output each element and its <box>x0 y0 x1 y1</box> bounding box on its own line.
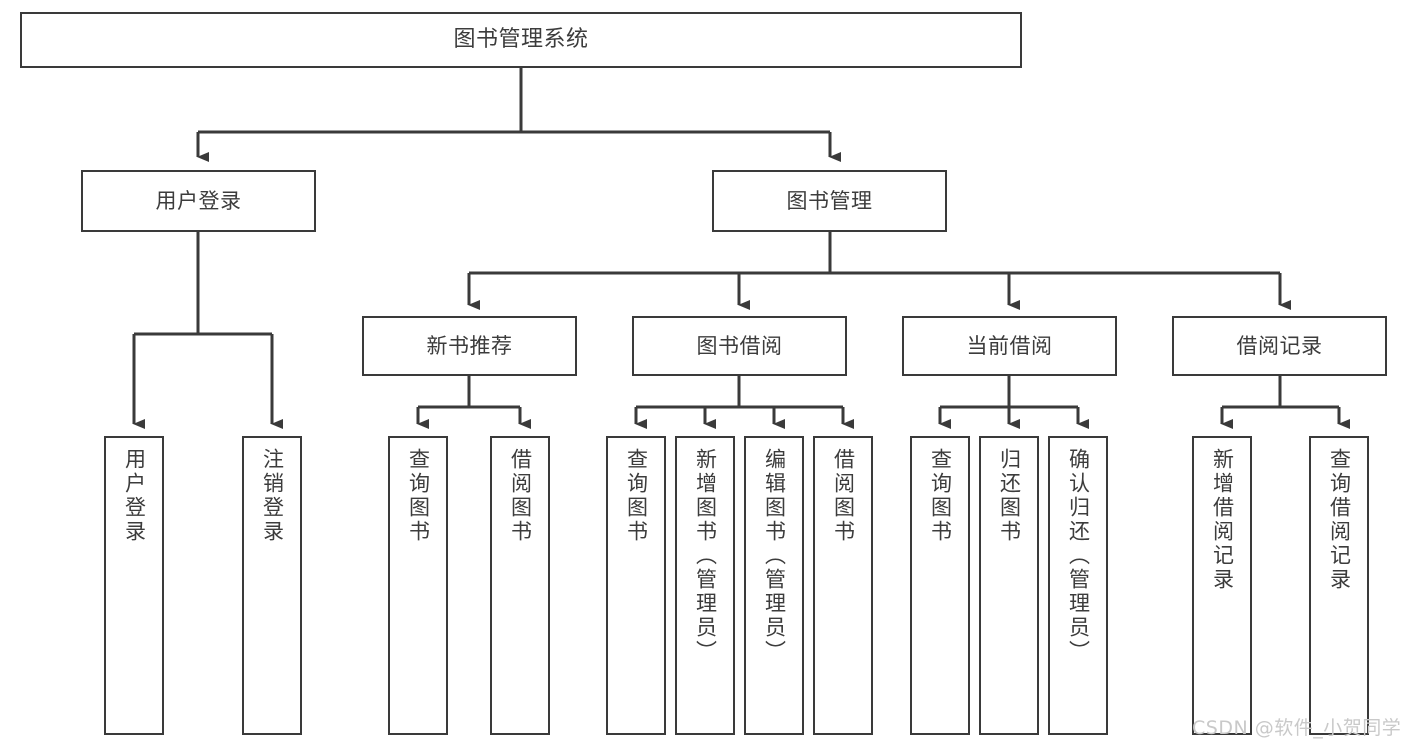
node-borrow-record[interactable]: 借阅记录 <box>1172 316 1387 376</box>
node-label: 注销登录 <box>260 448 285 544</box>
node-book-management[interactable]: 图书管理 <box>712 170 947 232</box>
node-label: 新增图书（管理员） <box>693 448 718 664</box>
node-label: 图书管理系统 <box>453 27 589 53</box>
node-label: 编辑图书（管理员） <box>762 448 787 664</box>
node-new-book-recommend[interactable]: 新书推荐 <box>362 316 577 376</box>
node-label: 查询图书 <box>624 448 649 544</box>
leaf-borrow-query-book[interactable]: 查询图书 <box>606 436 666 735</box>
leaf-recommend-query-book[interactable]: 查询图书 <box>388 436 448 735</box>
node-label: 新增借阅记录 <box>1210 448 1235 592</box>
leaf-borrow-add-book-admin[interactable]: 新增图书（管理员） <box>675 436 735 735</box>
node-book-borrow[interactable]: 图书借阅 <box>632 316 847 376</box>
node-label: 查询借阅记录 <box>1327 448 1352 592</box>
leaf-recommend-borrow-book[interactable]: 借阅图书 <box>490 436 550 735</box>
node-label: 查询图书 <box>928 448 953 544</box>
leaf-current-confirm-return-admin[interactable]: 确认归还（管理员） <box>1048 436 1108 735</box>
node-label: 借阅图书 <box>508 448 533 544</box>
node-label: 借阅图书 <box>831 448 856 544</box>
leaf-borrow-edit-book-admin[interactable]: 编辑图书（管理员） <box>744 436 804 735</box>
leaf-user-login-login[interactable]: 用户登录 <box>104 436 164 735</box>
leaf-current-query-book[interactable]: 查询图书 <box>910 436 970 735</box>
leaf-borrow-borrow-book[interactable]: 借阅图书 <box>813 436 873 735</box>
node-label: 用户登录 <box>122 448 147 544</box>
leaf-record-add-record[interactable]: 新增借阅记录 <box>1192 436 1252 735</box>
node-label: 当前借阅 <box>966 333 1053 358</box>
node-root-system[interactable]: 图书管理系统 <box>20 12 1022 68</box>
node-user-login[interactable]: 用户登录 <box>81 170 316 232</box>
node-label: 归还图书 <box>997 448 1022 544</box>
csdn-watermark: CSDN @软件_小贺同学 <box>1192 717 1402 739</box>
node-label: 借阅记录 <box>1236 333 1323 358</box>
node-label: 新书推荐 <box>426 333 513 358</box>
node-label: 图书借阅 <box>696 333 783 358</box>
node-label: 确认归还（管理员） <box>1066 448 1091 664</box>
leaf-current-return-book[interactable]: 归还图书 <box>979 436 1039 735</box>
node-current-borrow[interactable]: 当前借阅 <box>902 316 1117 376</box>
node-label: 图书管理 <box>786 188 873 213</box>
leaf-user-login-logout[interactable]: 注销登录 <box>242 436 302 735</box>
node-label: 查询图书 <box>406 448 431 544</box>
node-label: 用户登录 <box>155 188 242 213</box>
leaf-record-query-record[interactable]: 查询借阅记录 <box>1309 436 1369 735</box>
